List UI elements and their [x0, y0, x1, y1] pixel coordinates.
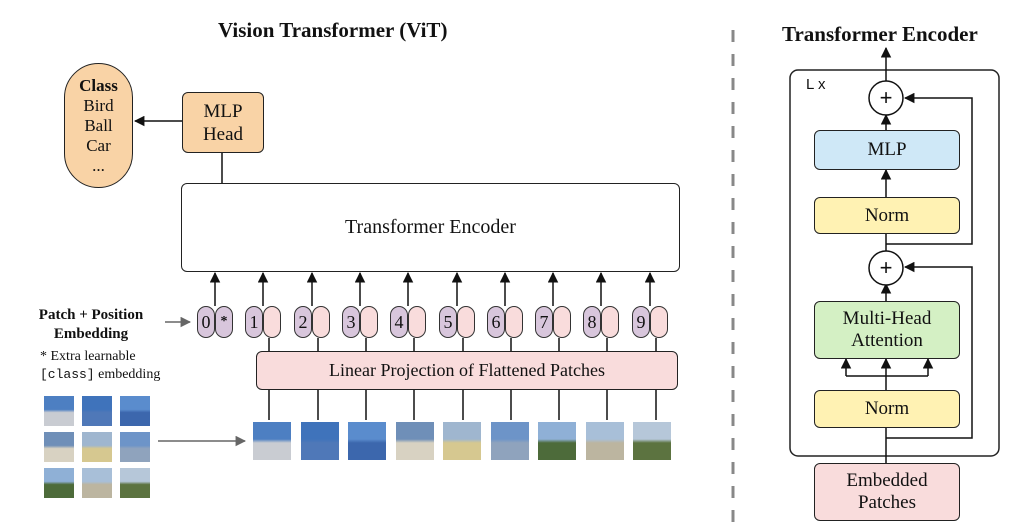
embedded-patches-line: Embedded — [846, 470, 928, 491]
label-line: Embedding — [53, 326, 129, 342]
norm-bottom-label: Norm — [864, 398, 910, 419]
position-embedding-token: 8 — [583, 306, 601, 338]
position-embedding-token: 3 — [342, 306, 360, 338]
class-item: Car — [86, 135, 111, 155]
class-output-box: Class Bird Ball Car ... — [64, 63, 133, 188]
image-patch — [81, 431, 113, 463]
patch-embedding-token — [457, 306, 475, 338]
position-embedding-token: 6 — [487, 306, 505, 338]
image-patch — [43, 467, 75, 499]
norm-top-box: Norm — [814, 197, 960, 234]
norm-top-label: Norm — [864, 204, 910, 226]
class-item: Bird — [83, 95, 114, 115]
encoder-mlp-label: MLP — [867, 139, 907, 160]
mlp-head-line: Head — [202, 123, 244, 145]
vit-title: Vision Transformer (ViT) — [218, 18, 448, 42]
mha-line: Attention — [851, 330, 923, 351]
image-patch — [81, 395, 113, 427]
flattened-patch — [537, 421, 577, 461]
image-patch — [119, 467, 151, 499]
note-code: [class] — [40, 367, 95, 382]
flattened-patch — [347, 421, 387, 461]
position-embedding-token: 0 — [197, 306, 215, 338]
position-embedding-token: 1 — [245, 306, 263, 338]
patch-embedding-token — [408, 306, 426, 338]
position-embedding-token: 5 — [439, 306, 457, 338]
position-embedding-token: 7 — [535, 306, 553, 338]
patch-embedding-token — [312, 306, 330, 338]
image-patch — [119, 431, 151, 463]
embedded-patches-line: Patches — [857, 492, 917, 513]
transformer-encoder-box: Transformer Encoder — [181, 183, 680, 272]
patch-embedding-token — [553, 306, 571, 338]
flattened-patch — [299, 421, 340, 461]
mlp-head-box: MLP Head — [182, 92, 264, 153]
flattened-patch — [394, 421, 435, 461]
label-line: Patch + Position — [38, 307, 144, 323]
mha-line: Multi-Head — [842, 308, 932, 329]
patch-embedding-token — [360, 306, 378, 338]
class-token-embedding: * — [215, 306, 233, 338]
note-line: embedding — [98, 367, 161, 382]
flattened-patch — [252, 421, 292, 461]
linear-projection-label: Linear Projection of Flattened Patches — [329, 360, 605, 380]
patch-position-embedding-label: Patch + Position Embedding — [16, 306, 166, 344]
patch-embedding-token — [601, 306, 619, 338]
embedded-patches-box: Embedded Patches — [814, 463, 960, 521]
flattened-patch — [584, 421, 625, 461]
mlp-head-line: MLP — [203, 100, 243, 122]
class-item: ... — [92, 155, 105, 175]
position-embedding-token: 4 — [390, 306, 408, 338]
patch-embedding-token — [650, 306, 668, 338]
residual-add-bottom: + — [879, 255, 893, 280]
class-item: Ball — [84, 115, 113, 135]
flattened-patch — [632, 421, 672, 461]
image-patch — [81, 467, 113, 499]
position-embedding-token: 2 — [294, 306, 312, 338]
extra-learnable-note: * Extra learnable [class] embedding — [40, 348, 170, 384]
class-heading: Class — [79, 75, 118, 95]
image-patch — [119, 395, 151, 427]
transformer-encoder-label: Transformer Encoder — [345, 216, 516, 238]
encoder-mlp-box: MLP — [814, 130, 960, 170]
encoder-title: Transformer Encoder — [782, 22, 978, 46]
flattened-patch — [442, 421, 482, 461]
multi-head-attention-box: Multi-Head Attention — [814, 301, 960, 359]
image-patch — [43, 431, 75, 463]
image-patch — [43, 395, 75, 427]
position-embedding-token: 9 — [632, 306, 650, 338]
residual-add-top: + — [879, 85, 893, 110]
repeat-label: L x — [806, 76, 826, 93]
flattened-patch — [489, 421, 530, 461]
linear-projection-box: Linear Projection of Flattened Patches — [256, 351, 678, 390]
patch-embedding-token — [263, 306, 281, 338]
patch-embedding-token — [505, 306, 523, 338]
note-line: * Extra learnable — [40, 349, 136, 364]
norm-bottom-box: Norm — [814, 390, 960, 428]
